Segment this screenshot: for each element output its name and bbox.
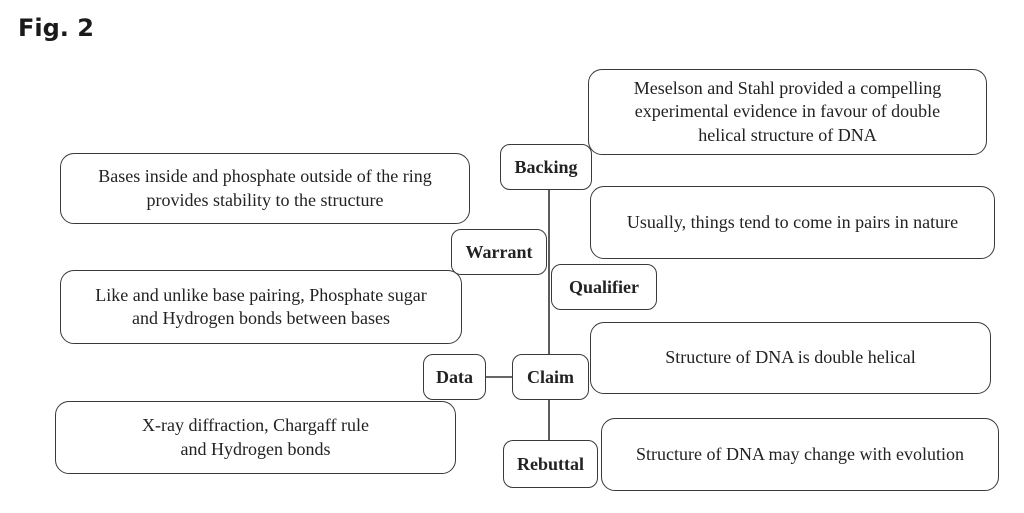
claim-box: Structure of DNA is double helical (590, 322, 991, 394)
qualifier-label: Qualifier (551, 264, 657, 310)
data-box: X-ray diffraction, Chargaff rule and Hyd… (55, 401, 456, 474)
rebuttal-text: Structure of DNA may change with evoluti… (636, 443, 964, 464)
data-text: X-ray diffraction, Chargaff rule and Hyd… (142, 415, 369, 459)
rebuttal-label: Rebuttal (503, 440, 598, 488)
warrant-detail-text: Like and unlike base pairing, Phosphate … (95, 284, 427, 328)
warrant-box: Bases inside and phosphate outside of th… (60, 153, 470, 224)
qualifier-box: Usually, things tend to come in pairs in… (590, 186, 995, 259)
warrant-text: Bases inside and phosphate outside of th… (98, 166, 432, 210)
warrant-label: Warrant (451, 229, 547, 275)
figure-title: Fig. 2 (18, 14, 94, 42)
rebuttal-box: Structure of DNA may change with evoluti… (601, 418, 999, 491)
backing-box: Meselson and Stahl provided a compelling… (588, 69, 987, 155)
data-label: Data (423, 354, 486, 400)
backing-label: Backing (500, 144, 592, 190)
warrant-detail-box: Like and unlike base pairing, Phosphate … (60, 270, 462, 344)
claim-text: Structure of DNA is double helical (665, 347, 916, 368)
backing-text: Meselson and Stahl provided a compelling… (633, 78, 942, 145)
qualifier-text: Usually, things tend to come in pairs in… (626, 211, 959, 232)
claim-label: Claim (512, 354, 589, 400)
